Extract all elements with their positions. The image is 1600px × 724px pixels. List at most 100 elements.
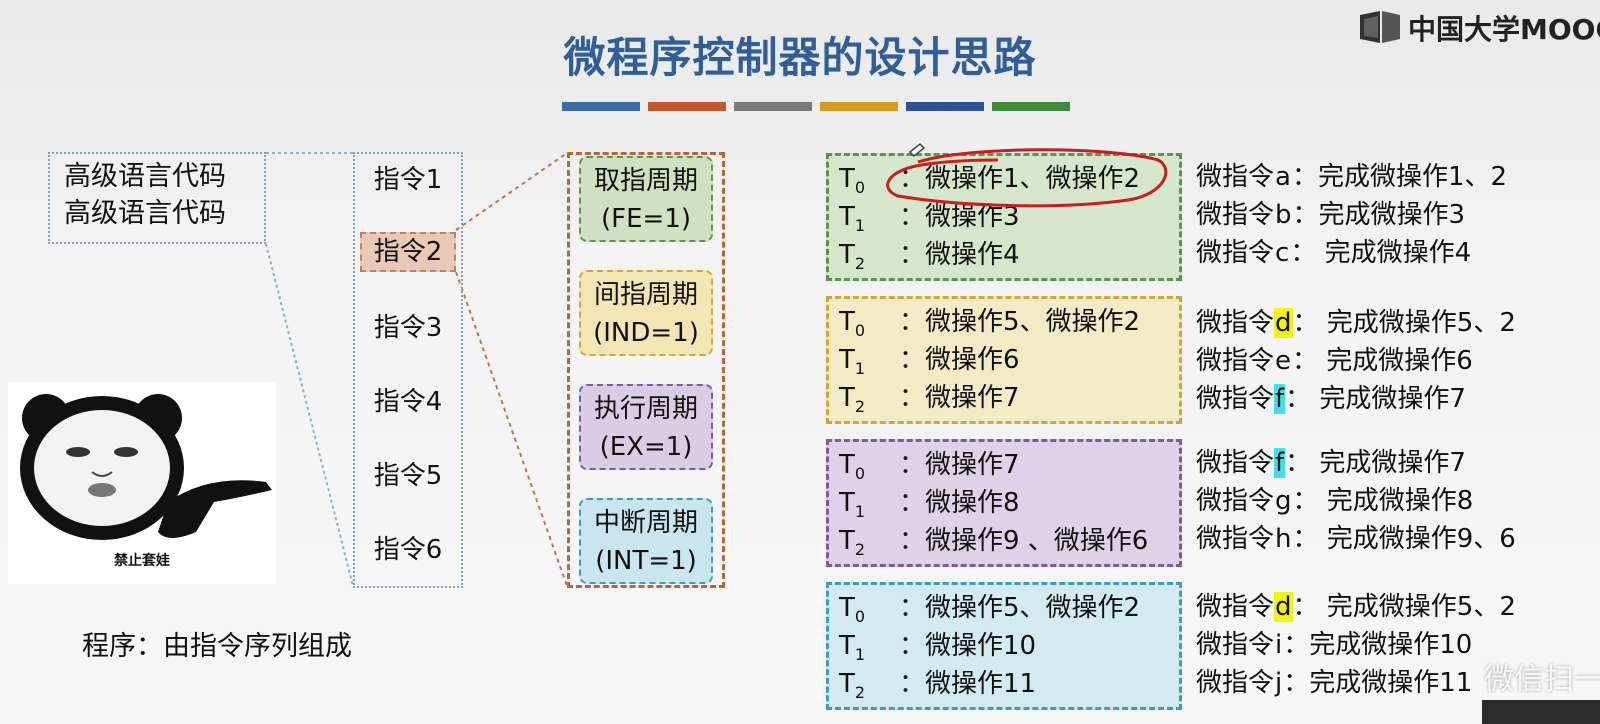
timing-label: T0 (839, 589, 899, 627)
micro-op-row: T0：微操作5、微操作2 (839, 303, 1179, 341)
instruction-item: 指令3 (373, 313, 443, 343)
timing-label: T2 (839, 665, 899, 703)
title-stripes (562, 102, 1070, 111)
logo-text: 中国大学MOOC (1408, 13, 1600, 46)
micro-op-row: T2：微操作7 (839, 379, 1179, 417)
instr-to-cycle-line-top (455, 152, 568, 231)
micro-op-row: T1：微操作3 (839, 198, 1179, 236)
cycle-name: 执行周期 (593, 394, 698, 424)
timing-letter: T (839, 593, 855, 623)
micro-op-text: ：微操作3 (899, 202, 1020, 232)
micro-instruction-desc: ： 完成微操作7 (1285, 384, 1466, 414)
micro-op-row: T1：微操作6 (839, 341, 1179, 379)
timing-letter: T (839, 488, 855, 518)
timing-index: 0 (854, 178, 866, 198)
title-stripe (734, 102, 812, 111)
cycle-signal: (FE=1) (601, 204, 691, 234)
micro-instruction-desc: ：完成微操作3 (1292, 200, 1466, 230)
micro-instruction: 微指令g： 完成微操作8 (1196, 482, 1596, 520)
micro-op-row: T0：微操作1、微操作2 (839, 160, 1179, 198)
timing-index: 2 (854, 683, 866, 703)
timing-letter: T (839, 383, 855, 413)
watermark-bar (1482, 700, 1600, 724)
cycle-name: 中断周期 (593, 508, 698, 538)
timing-letter: T (839, 669, 855, 699)
micro-op-row: T0：微操作5、微操作2 (839, 589, 1179, 627)
micro-instruction: 微指令c： 完成微操作4 (1196, 234, 1596, 272)
micro-instruction-id: f (1274, 448, 1286, 478)
title-stripe (992, 102, 1070, 111)
timing-label: T2 (839, 522, 899, 560)
micro-op-row: T2：微操作9 、微操作6 (839, 522, 1179, 560)
timing-label: T1 (839, 198, 899, 236)
micro-instruction-desc: ： 完成微操作5、2 (1292, 308, 1516, 338)
instruction-item: 指令1 (373, 165, 443, 195)
timing-label: T2 (839, 379, 899, 417)
micro-instruction-prefix: 微指令 (1196, 308, 1275, 338)
micro-op-row: T0 ：微操作7 (839, 446, 1179, 484)
micro-instruction-desc: ：完成微操作1、2 (1291, 162, 1508, 192)
micro-instruction-desc: ： 完成微操作6 (1292, 346, 1473, 376)
timing-index: 0 (854, 464, 866, 484)
timing-letter: T (839, 164, 855, 194)
code-line: 高级语言代码 (64, 198, 226, 229)
micro-instruction-id: g (1275, 486, 1292, 516)
micro-instruction-id: c (1275, 238, 1290, 268)
micro-instruction-id: f (1274, 384, 1286, 414)
timing-letter: T (839, 631, 855, 661)
micro-instruction-desc: ： 完成微操作9、6 (1292, 524, 1516, 554)
micro-op-text: ：微操作5、微操作2 (899, 307, 1141, 337)
timing-letter: T (839, 240, 855, 270)
instruction-item: 指令6 (373, 535, 443, 565)
micro-instruction-id: i (1275, 630, 1283, 660)
micro-instruction-desc: ：完成微操作11 (1283, 668, 1473, 698)
timing-index: 1 (854, 502, 866, 522)
cycle-indirect: 间指周期 (IND=1) (579, 270, 713, 356)
cycle-signal: (IND=1) (593, 318, 699, 348)
micro-instruction-prefix: 微指令 (1196, 524, 1275, 554)
micro-instruction: 微指令d： 完成微操作5、2 (1196, 304, 1596, 342)
meme-caption: 禁止套娃 (114, 553, 170, 569)
micro-instruction: 微指令a：完成微操作1、2 (1196, 158, 1596, 196)
micro-instruction: 微指令f： 完成微操作7 (1196, 444, 1596, 482)
panda-meme (8, 382, 276, 584)
cycle-execute: 执行周期 (EX=1) (579, 384, 713, 470)
cycle-name: 间指周期 (593, 280, 698, 310)
timing-index: 0 (854, 607, 866, 627)
micro-op-text: ：微操作1、微操作2 (899, 164, 1141, 194)
micro-instruction-id: d (1274, 592, 1293, 622)
title-stripe (820, 102, 898, 111)
code-to-instr-line-bottom (265, 243, 354, 587)
micro-op-text: ：微操作7 (899, 383, 1020, 413)
micro-instruction: 微指令f： 完成微操作7 (1196, 380, 1596, 418)
micro-op-text: ：微操作9 、微操作6 (899, 526, 1149, 556)
timing-label: T1 (839, 341, 899, 379)
micro-op-row: T2：微操作4 (839, 236, 1179, 274)
micro-instruction-prefix: 微指令 (1196, 200, 1275, 230)
micro-op-text: ：微操作8 (899, 488, 1020, 518)
micro-instruction: 微指令i：完成微操作10 (1196, 626, 1596, 664)
book-logo-icon (1360, 11, 1400, 43)
micro-instruction-prefix: 微指令 (1196, 630, 1275, 660)
timing-label: T1 (839, 484, 899, 522)
timing-index: 2 (854, 254, 866, 274)
micro-instruction: 微指令d： 完成微操作5、2 (1196, 588, 1596, 626)
micro-op-row: T2：微操作11 (839, 665, 1179, 703)
micro-instruction-prefix: 微指令 (1196, 592, 1275, 622)
instruction-item-highlighted: 指令2 (360, 232, 456, 272)
instruction-item: 指令5 (373, 461, 443, 491)
micro-op-text: ：微操作7 (899, 450, 1020, 480)
timing-index: 1 (854, 645, 866, 665)
micro-instruction-id: b (1275, 200, 1292, 230)
micro-instruction: 微指令b：完成微操作3 (1196, 196, 1596, 234)
micro-op-text: ：微操作10 (899, 631, 1037, 661)
timing-letter: T (839, 307, 855, 337)
timing-letter: T (839, 345, 855, 375)
timing-letter: T (839, 450, 855, 480)
timing-label: T0 (839, 160, 899, 198)
micro-op-row: T1 ：微操作10 (839, 627, 1179, 665)
micro-instruction: 微指令e： 完成微操作6 (1196, 342, 1596, 380)
